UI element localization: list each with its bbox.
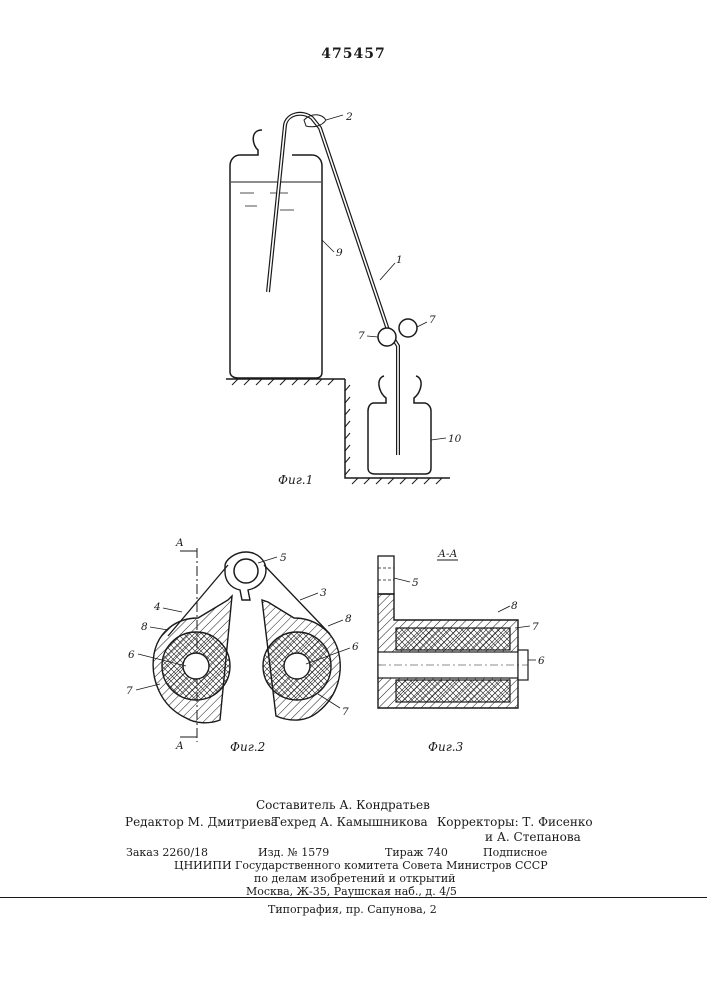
leader-8-right <box>328 620 343 626</box>
section-title-aa: А-А <box>437 548 457 560</box>
roller-7-section-bottom <box>396 680 510 702</box>
leader-7a <box>367 336 378 337</box>
label-4: 4 <box>153 601 161 613</box>
figure-3-drawing: А-А 5 8 7 6 Фиг.3 <box>378 548 545 754</box>
fig1-caption: Фиг.1 <box>278 473 313 487</box>
techred-line: Техред А. Камышникова <box>272 815 428 829</box>
compiler-line: Составитель А. Кондратьев <box>256 798 430 812</box>
label-7-left-fig2: 7 <box>126 685 133 697</box>
floor-hatching <box>232 379 334 385</box>
label-8-left: 8 <box>141 621 148 633</box>
leader-4 <box>163 608 182 612</box>
label-7-left: 7 <box>358 330 365 342</box>
step-hatching <box>345 385 442 484</box>
leader-9 <box>322 240 334 252</box>
roller-7-left <box>378 328 396 346</box>
leader-10 <box>431 438 446 440</box>
label-1: 1 <box>396 254 403 266</box>
label-9: 9 <box>336 247 343 259</box>
core-6-right <box>284 653 310 679</box>
fig2-caption: Фиг.2 <box>230 740 265 754</box>
organization-line-2: по делам изобретений и открытий <box>254 872 456 885</box>
leader-7-left-fig2 <box>136 684 160 690</box>
figure-1-drawing: 2 1 9 7 7 10 Фиг.1 <box>226 111 462 487</box>
label-2: 2 <box>345 111 353 123</box>
label-8-fig3: 8 <box>511 600 518 612</box>
leader-8-fig3 <box>498 606 510 612</box>
figure-2-drawing: A A 5 3 4 8 8 6 6 7 7 Фиг.2 <box>126 537 359 754</box>
label-5-fig3: 5 <box>412 577 419 589</box>
edition-number: Изд. № 1579 <box>258 846 329 859</box>
leader-8-left <box>150 627 168 630</box>
core-6-left <box>183 653 209 679</box>
label-7-right: 7 <box>429 314 436 326</box>
correctors-line-2: и А. Степанова <box>485 830 581 844</box>
leader-3 <box>300 593 318 600</box>
tube-1-inner <box>268 114 398 455</box>
label-7-fig3: 7 <box>532 621 539 633</box>
organization-line-1: ЦНИИПИ Государственного комитета Совета … <box>174 859 548 872</box>
leader-1 <box>380 263 395 280</box>
bottle-9 <box>230 130 322 378</box>
roller-7-section-top <box>396 628 510 650</box>
circulation: Тираж 740 <box>385 846 448 859</box>
section-mark-bottom: A <box>175 740 184 752</box>
label-5-fig2: 5 <box>280 552 287 564</box>
post-5 <box>378 556 394 594</box>
divider <box>0 897 707 899</box>
label-6-right: 6 <box>352 641 359 653</box>
label-8-right: 8 <box>345 613 352 625</box>
editor-line: Редактор М. Дмитриева <box>125 815 278 829</box>
axle-5 <box>234 559 258 583</box>
section-mark-top: A <box>175 537 184 549</box>
leader-5-fig3 <box>394 578 410 582</box>
label-7-right-fig2: 7 <box>342 706 349 718</box>
leader-2 <box>326 115 343 120</box>
subscription: Подписное <box>483 846 547 859</box>
label-10: 10 <box>448 433 462 445</box>
label-6-fig3: 6 <box>538 655 545 667</box>
patent-drawings: 2 1 9 7 7 10 Фиг.1 A A <box>0 0 707 790</box>
fig3-caption: Фиг.3 <box>428 740 464 754</box>
roller-7-right <box>399 319 417 337</box>
label-3: 3 <box>320 587 327 599</box>
printer-line: Типография, пр. Сапунова, 2 <box>268 903 437 916</box>
leader-7b <box>417 322 427 327</box>
liquid-marks <box>240 193 294 210</box>
correctors-line-1: Корректоры: Т. Фисенко <box>437 815 593 829</box>
label-6-left: 6 <box>128 649 135 661</box>
order-number: Заказ 2260/18 <box>126 846 208 859</box>
